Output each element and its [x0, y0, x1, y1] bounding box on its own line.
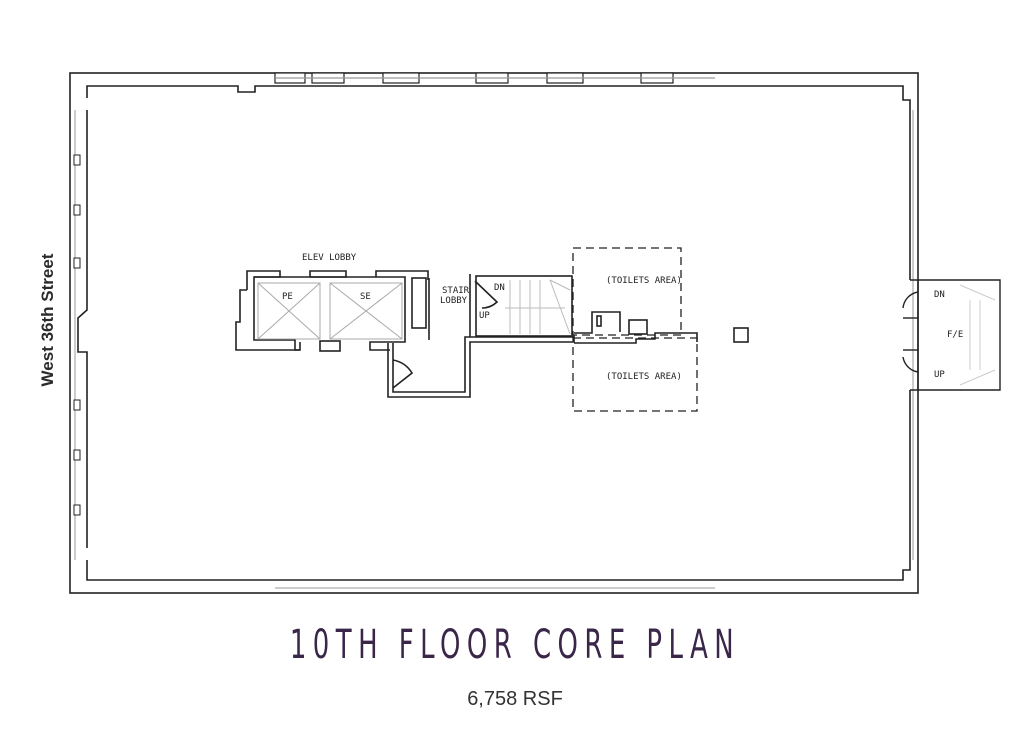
fire-egress-stair — [902, 279, 1001, 391]
elev-lobby-label: ELEV LOBBY — [302, 253, 357, 263]
stair-up-label: UP — [479, 311, 490, 321]
corridor — [387, 278, 575, 398]
plan-title: 10TH FLOOR CORE PLAN — [289, 622, 741, 668]
elevator-cabs — [257, 282, 403, 340]
toilets-upper-label: (TOILETS AREA) — [606, 276, 682, 286]
top-windows — [274, 72, 715, 84]
stair-lobby-label-2: LOBBY — [440, 296, 468, 306]
toilet-core — [574, 311, 698, 344]
mullions — [73, 154, 81, 516]
fe-up-label: UP — [934, 370, 945, 380]
area-rsf: 6,758 RSF — [467, 688, 563, 710]
fe-dn-label: DN — [934, 290, 945, 300]
side-windows — [74, 110, 914, 589]
se-label: SE — [360, 292, 371, 302]
stair-lobby-label: STAIR — [442, 286, 470, 296]
street-label: West 36th Street — [38, 253, 57, 387]
toilets-lower-label: (TOILETS AREA) — [606, 372, 682, 382]
fe-label: F/E — [947, 330, 963, 340]
fe-treads — [959, 284, 996, 386]
stair-dn-label: DN — [494, 283, 505, 293]
pe-label: PE — [282, 292, 293, 302]
toilets-areas — [572, 247, 698, 412]
stair-treads — [505, 279, 571, 335]
column-shaft — [733, 327, 749, 343]
elevator-core — [235, 270, 429, 352]
stair — [469, 274, 573, 337]
exterior-walls — [69, 72, 919, 594]
